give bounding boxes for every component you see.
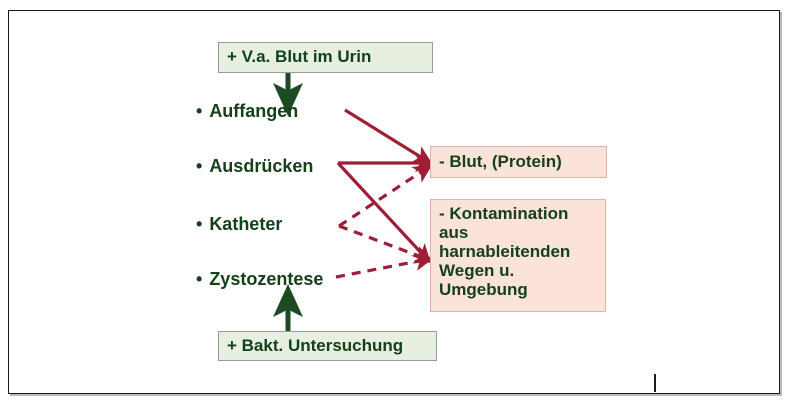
box-bottom-input: + Bakt. Untersuchung (218, 331, 437, 361)
bullet-dot-icon: • (196, 269, 203, 289)
bullet-item-katheter: • Katheter (196, 214, 282, 235)
bullet-label-auffangen: Auffangen (209, 101, 299, 121)
box-top-input: + V.a. Blut im Urin (218, 42, 433, 73)
bullet-dot-icon: • (196, 214, 203, 234)
bullet-dot-icon: • (196, 156, 203, 176)
bullet-item-auffangen: • Auffangen (196, 101, 298, 122)
bullet-label-ausdruecken: Ausdrücken (209, 156, 314, 176)
bullet-item-zystozentese: • Zystozentese (196, 269, 323, 290)
box-result-kontamination: - Kontamination aus harnableitenden Wege… (430, 199, 606, 312)
bullet-label-zystozentese: Zystozentese (209, 269, 324, 289)
bullet-item-ausdruecken: • Ausdrücken (196, 156, 313, 177)
bullet-label-katheter: Katheter (209, 214, 283, 234)
box-result-blut: - Blut, (Protein) (430, 146, 607, 178)
text-caret-mark (654, 374, 656, 392)
bullet-dot-icon: • (196, 101, 203, 121)
